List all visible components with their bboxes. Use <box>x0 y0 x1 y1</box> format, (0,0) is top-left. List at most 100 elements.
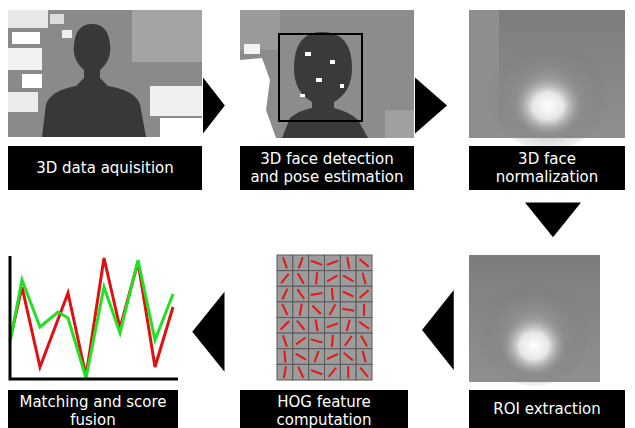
hog-gradient <box>311 293 323 295</box>
hog-gradient <box>345 336 352 346</box>
hog-cell <box>277 333 293 349</box>
hog-gradient <box>298 367 303 378</box>
hog-cell <box>356 271 372 287</box>
hog-gradient <box>347 320 350 332</box>
hog-gradient <box>343 275 353 281</box>
hog-gradient <box>282 304 287 315</box>
hog-gradient <box>312 305 320 313</box>
hog-gradient <box>316 272 317 284</box>
hog-grid <box>277 255 372 380</box>
hog-cell <box>356 286 372 302</box>
hog-cell <box>293 271 309 287</box>
caption-box: 3D face normalization <box>469 146 625 190</box>
hog-gradient <box>281 274 289 283</box>
hog-cell <box>340 286 356 302</box>
arrow-head <box>422 290 454 370</box>
hog-cell <box>293 302 309 318</box>
roi-image <box>469 255 600 386</box>
process-stage: Matching and score fusion <box>8 253 178 428</box>
detection-box <box>279 34 362 121</box>
depth-image <box>8 10 202 137</box>
process-stage: 3D face normalization <box>469 10 625 190</box>
process-stage: ROI extraction <box>469 253 625 428</box>
hog-cell <box>309 349 325 365</box>
hog-cell <box>325 364 341 380</box>
hog-gradient <box>327 275 337 281</box>
hog-cell <box>309 271 325 287</box>
hog-cell <box>325 349 341 365</box>
caption-box: 3D face detection and pose estimation <box>240 146 414 190</box>
hog-gradient <box>327 261 338 265</box>
arrow-head <box>525 203 581 238</box>
hog-cell <box>277 255 293 271</box>
hog-gradient <box>359 322 369 329</box>
hog-gradient <box>360 368 368 377</box>
hog-gradient <box>363 351 366 363</box>
hog-cell <box>325 333 341 349</box>
hog-gradient <box>300 304 302 316</box>
hog-gradient <box>296 354 306 360</box>
hog-cell <box>277 349 293 365</box>
hog-gradient <box>363 304 365 316</box>
arrow-head <box>192 292 224 372</box>
hog-cell <box>277 286 293 302</box>
score-chart <box>10 256 178 379</box>
hog-cell <box>325 318 341 334</box>
hog-gradient <box>315 351 319 362</box>
hog-cell <box>356 364 372 380</box>
hog-cell <box>340 255 356 271</box>
hog-gradient <box>284 351 285 363</box>
hog-cell <box>356 349 372 365</box>
arrow-head <box>203 77 225 133</box>
hog-gradient <box>359 290 368 298</box>
hog-gradient <box>332 335 333 347</box>
hog-gradient <box>297 321 305 330</box>
hog-cell <box>356 333 372 349</box>
hog-gradient <box>299 257 303 268</box>
hog-gradient <box>284 366 286 378</box>
hog-gradient <box>297 289 304 299</box>
hog-cell <box>340 349 356 365</box>
stage-caption: ROI extraction <box>493 400 600 418</box>
hog-gradient <box>347 257 349 269</box>
hog-cell <box>309 318 325 334</box>
hog-cell <box>293 318 309 334</box>
caption-box: 3D data aquisition <box>8 146 202 190</box>
arrow-head <box>415 77 447 133</box>
hog-cell <box>340 364 356 380</box>
red-score-line <box>10 258 173 376</box>
hog-gradient <box>281 321 289 329</box>
hog-cell <box>293 286 309 302</box>
caption-box: Matching and score fusion <box>8 390 178 428</box>
hog-cell <box>309 302 325 318</box>
green-score-line <box>10 260 173 378</box>
stage-caption: HOG feature computation <box>246 393 402 428</box>
normalized-face <box>469 10 625 150</box>
hog-cell <box>277 271 293 287</box>
hog-cell <box>340 318 356 334</box>
hog-cell <box>309 333 325 349</box>
hog-cell <box>356 318 372 334</box>
hog-gradient <box>359 259 368 267</box>
hog-gradient <box>311 261 322 265</box>
hog-gradient <box>296 337 306 344</box>
flow-arrow <box>525 203 581 238</box>
hog-gradient <box>344 353 353 361</box>
hog-cell <box>309 364 325 380</box>
hog-cell <box>293 333 309 349</box>
chart-axes <box>10 256 178 379</box>
hog-cell <box>340 271 356 287</box>
hog-cell <box>277 302 293 318</box>
hog-gradient <box>283 335 287 346</box>
flow-arrow <box>422 290 454 370</box>
stage-caption: 3D face normalization <box>475 150 619 186</box>
hog-cell <box>325 271 341 287</box>
hog-cell <box>325 286 341 302</box>
hog-cell <box>293 255 309 271</box>
hog-gradient <box>311 339 323 342</box>
hog-cell <box>325 255 341 271</box>
flow-arrow <box>203 77 225 133</box>
hog-gradient <box>332 288 333 300</box>
hog-gradient <box>311 370 322 374</box>
